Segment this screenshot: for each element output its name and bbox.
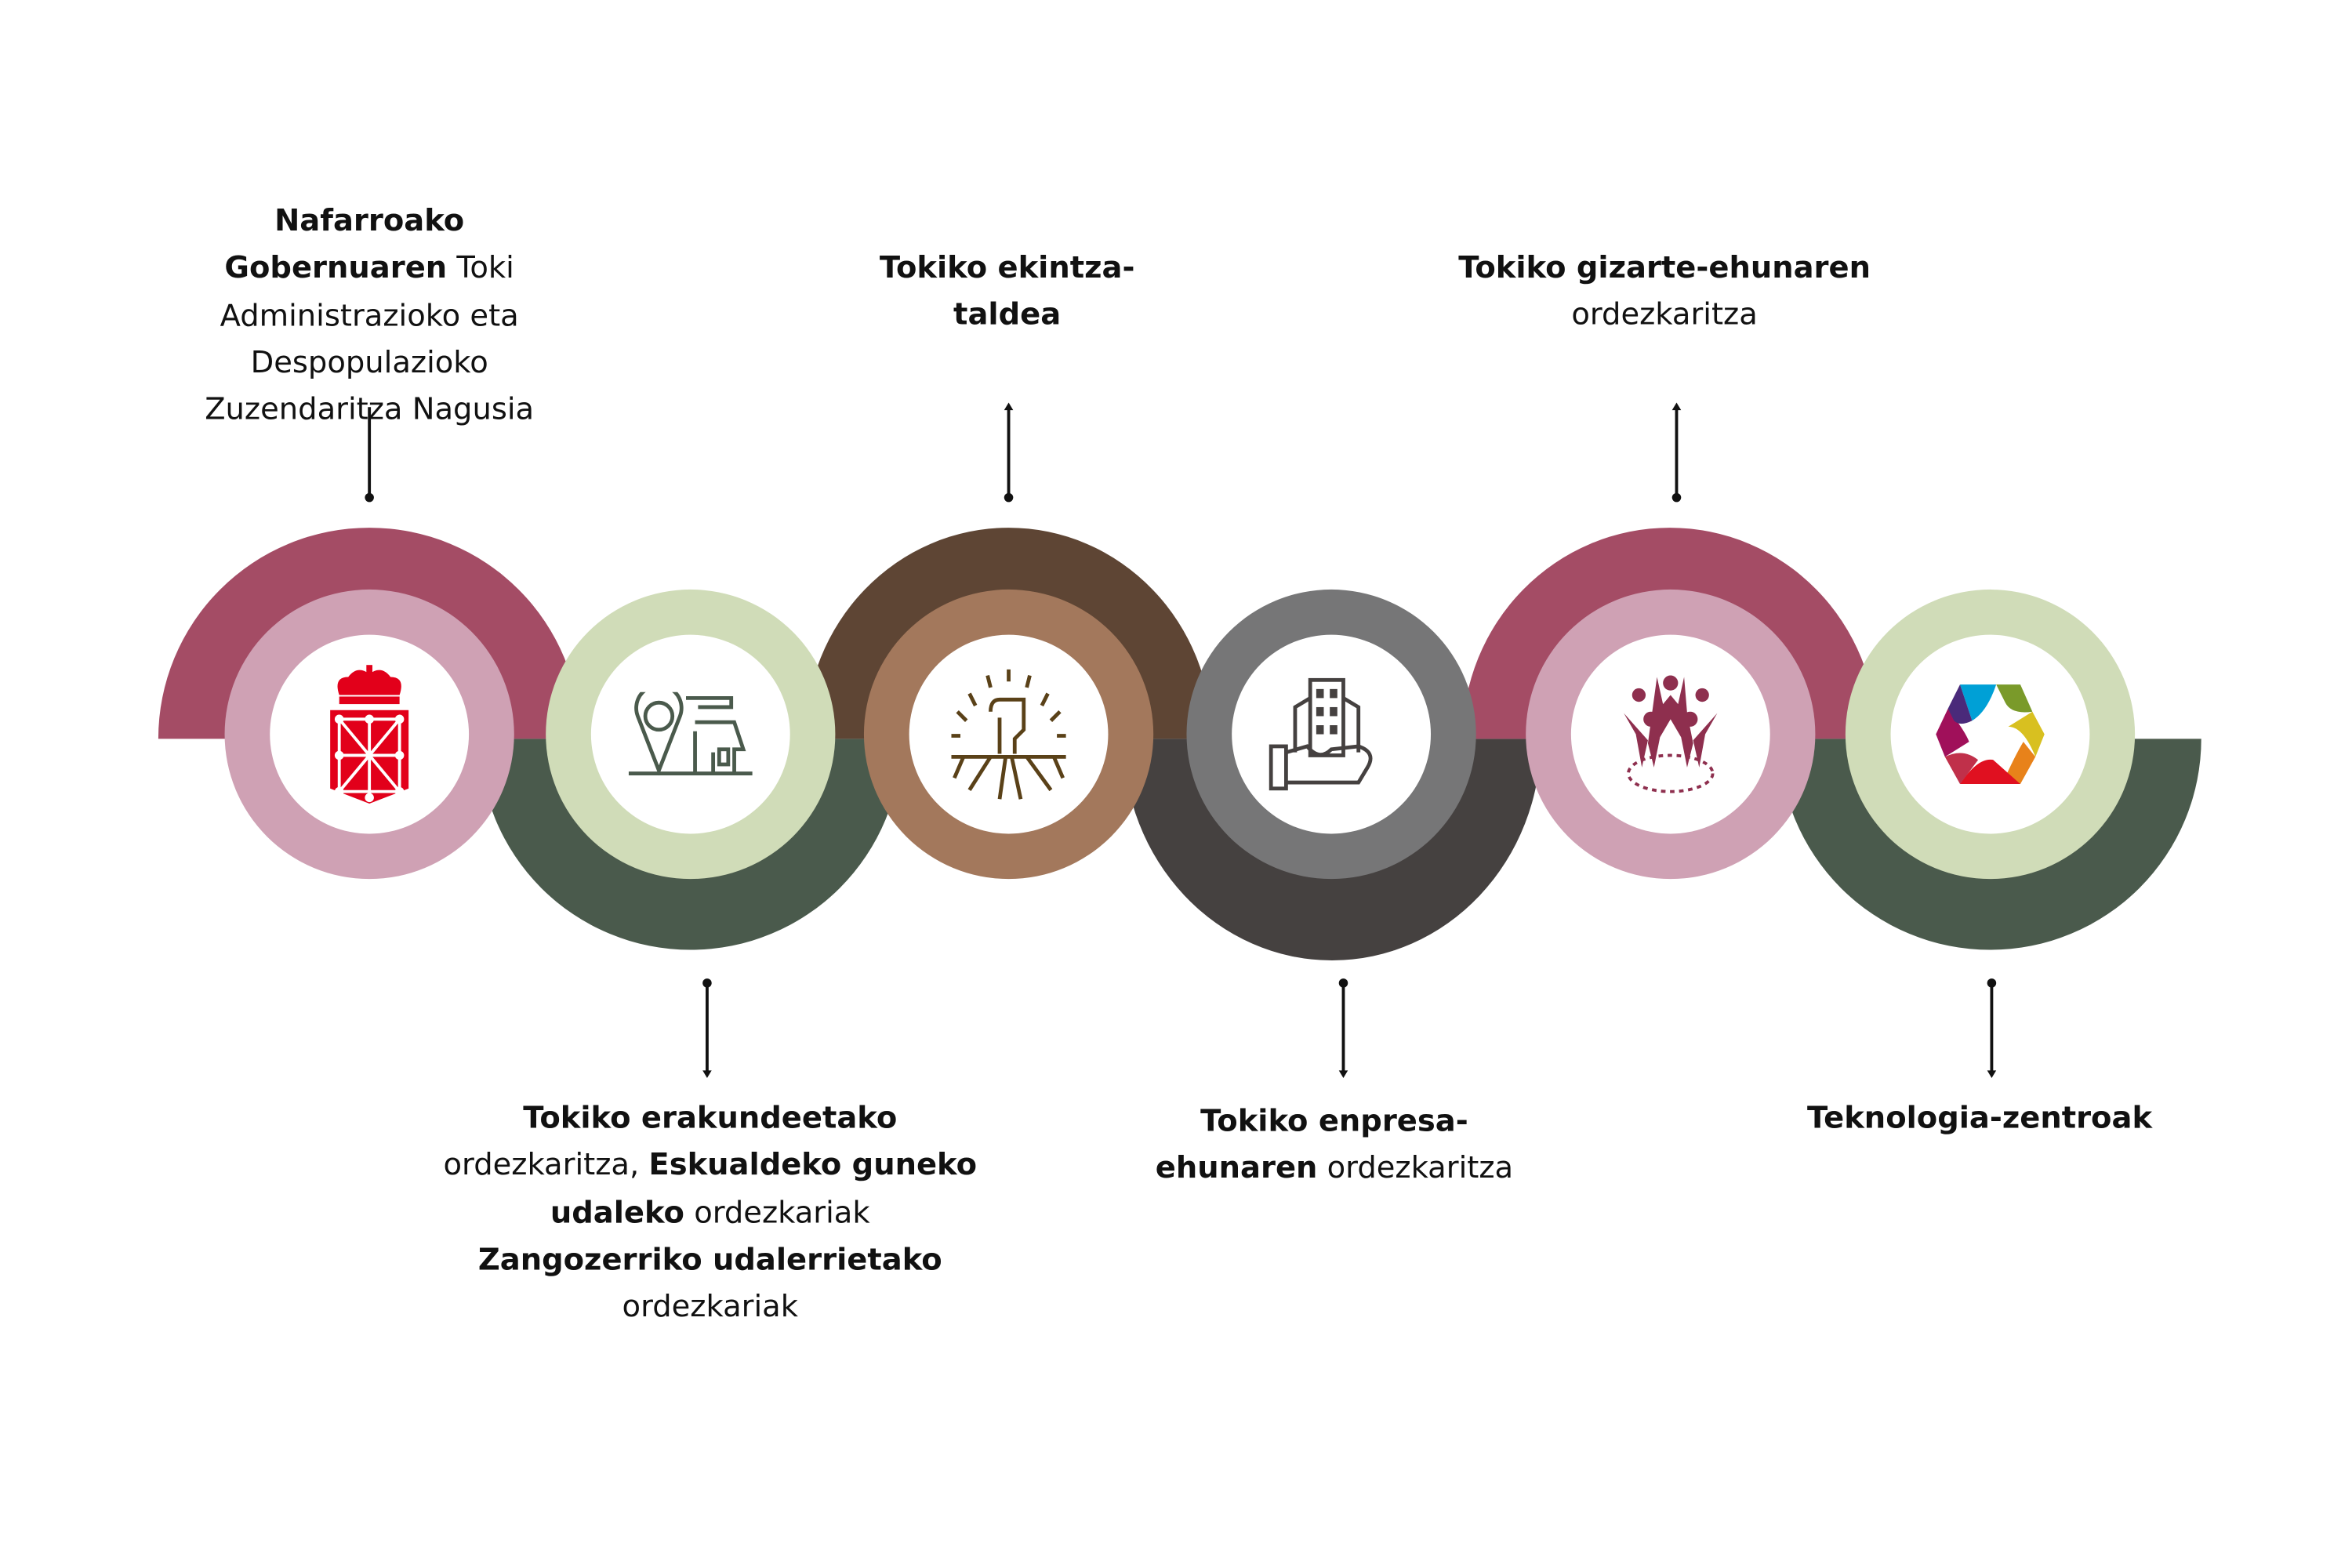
node-ring-6: [1845, 589, 2136, 880]
connector-4: [1338, 978, 1348, 1079]
label-1: Nafarroako Gobernuaren Toki Administrazi…: [205, 201, 535, 427]
community-people-icon: [1624, 675, 1718, 793]
label-6: Teknologia-zentroak: [1807, 1098, 2153, 1136]
technology-hexagon-icon: [1936, 684, 2045, 785]
label-4: Tokiko enpresa- ehunaren ordezkaritza: [1155, 1102, 1514, 1186]
connector-1: [364, 407, 374, 503]
label-2: Tokiko erakundeetako ordezkaritza, Eskua…: [443, 1098, 978, 1324]
label-3: Tokiko ekintza-taldea: [879, 249, 1135, 332]
node-ring-5: [1526, 589, 1816, 880]
navarre-coat-of-arms-icon: [330, 665, 409, 804]
connector-5: [1671, 402, 1681, 503]
node-ring-2: [546, 589, 836, 880]
node-ring-3: [863, 589, 1154, 880]
connector-2: [702, 978, 712, 1079]
building-in-hand-icon: [1269, 677, 1373, 791]
raised-fist-roots-icon: [951, 669, 1066, 800]
node-ring-1: [224, 589, 514, 880]
connector-6: [1986, 978, 1996, 1079]
connector-3: [1003, 402, 1013, 503]
node-ring-4: [1186, 589, 1476, 880]
location-house-icon: [628, 691, 753, 776]
